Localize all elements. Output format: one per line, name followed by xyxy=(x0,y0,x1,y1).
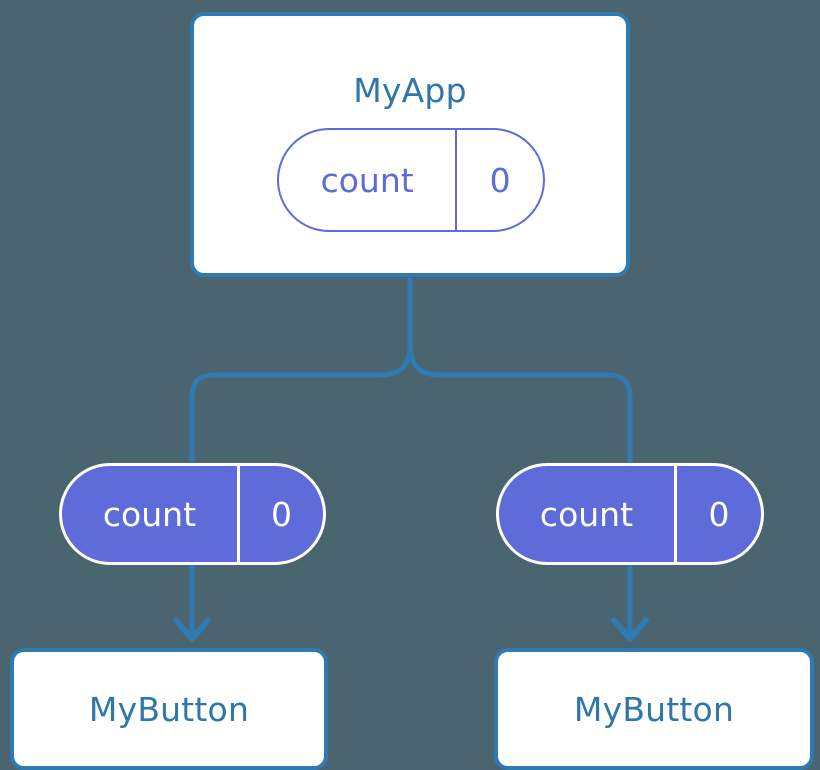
state-pill-branch-left[interactable]: count 0 xyxy=(59,463,326,565)
arrow-right-head xyxy=(611,617,649,642)
component-label-mybutton-left: MyButton xyxy=(88,689,250,729)
component-card-mybutton-right[interactable]: MyButton xyxy=(494,648,814,770)
state-key-branch-right: count xyxy=(539,494,634,534)
component-label-mybutton-right: MyButton xyxy=(573,689,735,729)
state-pill-branch-right[interactable]: count 0 xyxy=(496,463,764,565)
state-value-branch-right: 0 xyxy=(673,466,761,562)
state-pill-myapp[interactable]: count 0 xyxy=(277,128,545,232)
component-label-myapp: MyApp xyxy=(353,71,467,110)
state-value-myapp: 0 xyxy=(455,130,543,230)
state-key-branch-left: count xyxy=(102,494,197,534)
state-value-branch-left: 0 xyxy=(236,466,323,562)
arrow-left-head xyxy=(173,617,211,642)
state-key-myapp: count xyxy=(320,160,414,200)
component-card-mybutton-left[interactable]: MyButton xyxy=(10,648,328,770)
